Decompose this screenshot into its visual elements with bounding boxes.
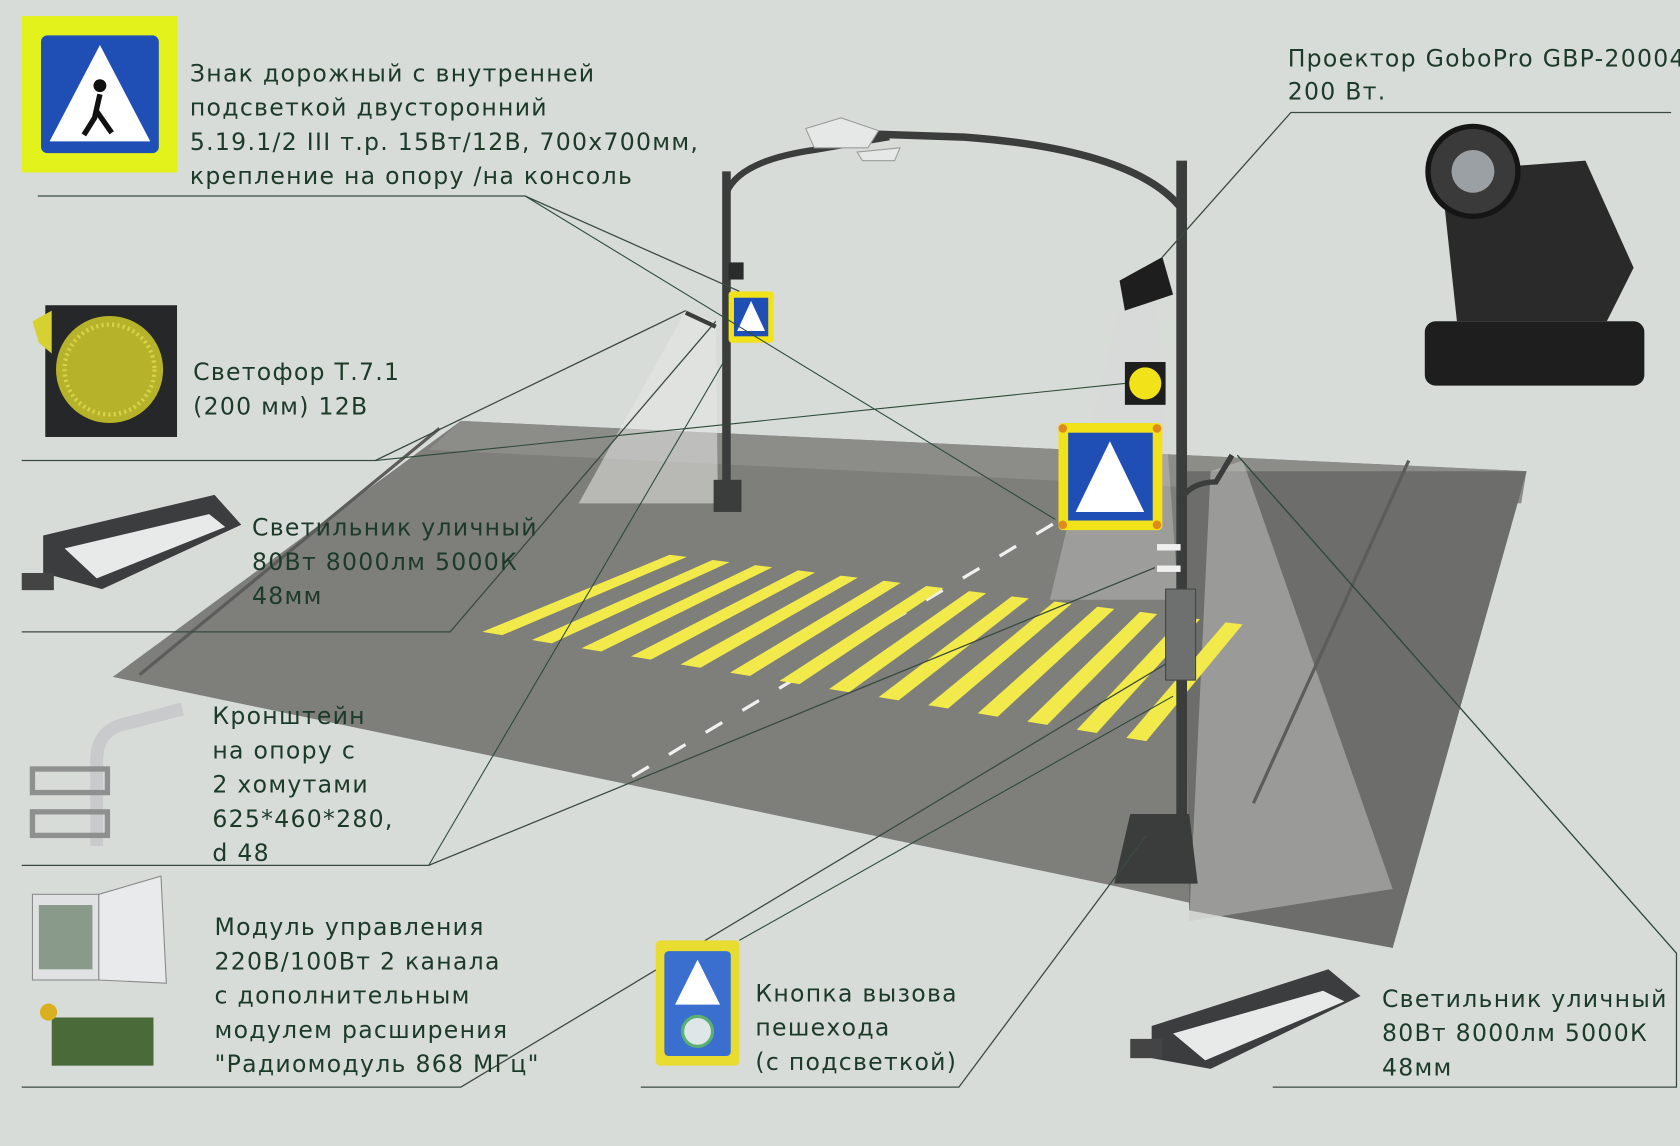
crosswalk-stripe <box>977 606 1115 717</box>
crosswalk-stripe <box>581 565 773 652</box>
crosswalk-stripe <box>928 601 1072 709</box>
sign-label: Знак дорожный с внутренней подсветкой дв… <box>190 59 708 190</box>
street-light-left-label: Светильник уличный 80Вт 8000лм 5000К 48м… <box>252 514 547 611</box>
crosswalk-stripe <box>829 591 987 693</box>
sign-product-image <box>21 16 178 173</box>
bracket-label: Кронштейн на опору с 2 хомутами 625*460*… <box>212 702 402 867</box>
sign-large-mounted <box>1058 423 1163 531</box>
leader-lines <box>21 111 1678 1088</box>
light-cone-right <box>1189 460 1393 922</box>
street-light-product-image-right <box>1130 969 1361 1069</box>
street-light-right-label: Светильник уличный 80Вт 8000лм 5000К 48м… <box>1382 985 1677 1082</box>
left-pole <box>684 133 890 512</box>
call-button-product-image <box>655 940 740 1066</box>
crosswalk-stripe <box>730 580 901 676</box>
right-pole <box>867 130 1235 884</box>
bracket-product-image <box>29 702 185 847</box>
curb-right <box>1251 459 1411 804</box>
crosswalk-stripe <box>1027 611 1158 725</box>
control-module-label: Модуль управления 220В/100Вт 2 канала с … <box>215 913 540 1078</box>
projector-label: Проектор GoboPro GBP-20004 200 Вт. <box>1288 44 1680 105</box>
curb-left <box>138 427 441 676</box>
control-module-product-image <box>31 875 167 1066</box>
crosswalk-stripe <box>779 585 944 685</box>
street-lamp-head <box>804 117 901 162</box>
call-button-label: Кнопка вызова пешехода (с подсветкой) <box>755 979 966 1076</box>
sign-small-mounted <box>728 291 774 343</box>
street-light-product-image-left <box>21 494 242 591</box>
crosswalk-stripe <box>531 559 730 644</box>
projector-product-image <box>1424 123 1645 386</box>
crosswalk-stripe <box>878 596 1029 701</box>
crosswalk-stripe <box>482 554 687 636</box>
crosswalk <box>482 554 1243 742</box>
crosswalk-stripe <box>680 575 858 668</box>
traffic-light-product-image <box>32 305 178 437</box>
projector-mounted <box>1119 257 1174 311</box>
traffic-light-label: Светофор Т.7.1 (200 мм) 12В <box>193 358 409 420</box>
crosswalk-stripe <box>630 570 816 660</box>
traffic-light-mounted <box>1124 362 1166 405</box>
